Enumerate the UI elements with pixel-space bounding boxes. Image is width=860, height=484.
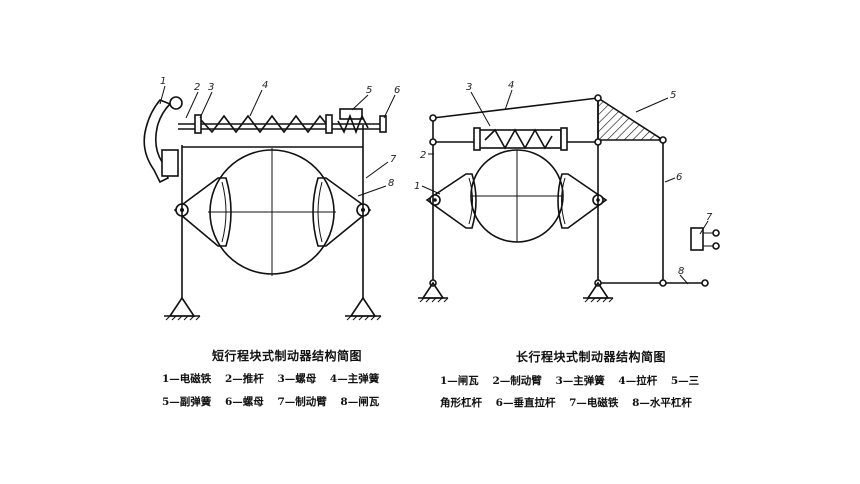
electromagnet [143,99,172,184]
left-legend-item: 4—主弹簧 [329,373,380,385]
right-legend-item: 3—主弹簧 [555,375,605,387]
left-legend-item: 7—制动臂 [277,396,327,408]
right-legend-item: 8—水平杠杆 [632,397,692,409]
left-label-8: 8 [388,178,394,189]
left-legend-item: 8—闸瓦 [340,396,380,408]
left-label-5: 5 [366,85,372,96]
left-caption: 短行程块式制动器结构简图 [212,349,363,363]
left-legend-row-2: 5—副弹簧 6—螺母 7—制动臂 8—闸瓦 [162,394,389,409]
left-legend-item: 2—推杆 [224,373,264,385]
right-legend-item: 5—三 [670,375,700,387]
right-legend-row-2: 角形杠杆 6—垂直拉杆 7—电磁铁 8—水平杠杆 [440,395,702,410]
left-label-2: 2 [194,82,200,93]
right-caption: 长行程块式制动器结构简图 [516,350,667,364]
right-legend-item: 4—拉杆 [618,375,658,387]
right-legend-item: 角形杠杆 [440,397,482,409]
left-brake-shoe-left [173,177,232,247]
right-label-6: 6 [676,172,682,183]
right-legend-item: 1—闸瓦 [440,375,479,387]
right-legend-item: 2—制动臂 [492,375,542,387]
right-diagram: 3 4 5 2 1 6 7 8 [414,80,720,303]
right-label-4: 4 [508,80,514,91]
right-label-7: 7 [706,212,713,223]
left-label-6: 6 [394,85,400,96]
right-label-1: 1 [414,181,420,192]
left-legend-item: 1—电磁铁 [162,373,212,385]
left-label-4: 4 [262,80,268,91]
left-legend-item: 3—螺母 [277,373,317,385]
right-legend-item: 6—垂直拉杆 [495,397,556,409]
left-legend-item: 6—螺母 [224,396,264,408]
right-label-3: 3 [466,82,472,93]
left-label-7: 7 [390,154,397,165]
right-brake-shoe-right [557,173,608,229]
left-label-3: 3 [208,82,214,93]
triangular-lever [597,96,666,141]
left-legend-item: 5—副弹簧 [162,396,212,408]
left-legend-row-1: 1—电磁铁 2—推杆 3—螺母 4—主弹簧 [162,371,389,386]
right-brake-shoe-left [425,173,477,229]
right-legend-item: 7—电磁铁 [569,397,619,409]
right-label-2: 2 [420,150,426,161]
right-label-5: 5 [670,90,676,101]
right-legend-row-1: 1—闸瓦 2—制动臂 3—主弹簧 4—拉杆 5—三 [440,373,709,388]
left-label-1: 1 [160,76,166,87]
left-brake-shoe-right [312,177,372,247]
right-label-8: 8 [678,266,684,277]
left-diagram: 1 2 3 4 5 6 7 8 [143,76,400,321]
